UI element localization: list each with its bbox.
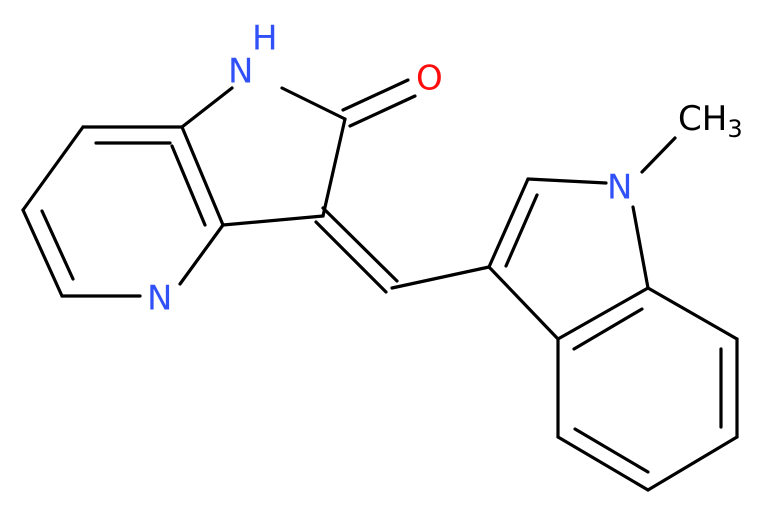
bonds [21, 78, 739, 492]
bond [526, 177, 608, 185]
bond [556, 286, 650, 341]
bond [321, 117, 347, 218]
bond [646, 435, 739, 492]
bond [640, 136, 677, 174]
bond [556, 435, 650, 492]
bond [178, 223, 225, 286]
bond [40, 209, 75, 281]
methyl-label: CH3 [678, 99, 743, 144]
amide-n-atom: N [228, 52, 253, 92]
bond [572, 307, 644, 351]
atom-labels: H N O N N CH3 [147, 19, 743, 319]
methyl-ch: CH [678, 99, 727, 139]
bond [314, 220, 388, 294]
bond [573, 427, 650, 474]
bond [180, 86, 234, 129]
bond [341, 78, 410, 112]
oxygen-label: O [416, 59, 443, 99]
pyridine-nitrogen-label: N [147, 279, 172, 319]
bond [221, 214, 325, 227]
bond [21, 208, 64, 298]
bond [487, 265, 560, 341]
bond [180, 125, 225, 227]
indole-nitrogen-label: N [607, 168, 632, 208]
bond [280, 86, 347, 121]
bond [390, 265, 491, 290]
methyl-subscript: 3 [727, 115, 742, 143]
bond [348, 94, 417, 128]
bond [631, 205, 650, 290]
bond [487, 177, 530, 269]
amide-nitrogen-label: H [252, 19, 278, 59]
bond [504, 193, 539, 268]
bond [170, 144, 207, 227]
bond [646, 286, 739, 341]
bond [321, 206, 399, 283]
bond [21, 125, 85, 212]
